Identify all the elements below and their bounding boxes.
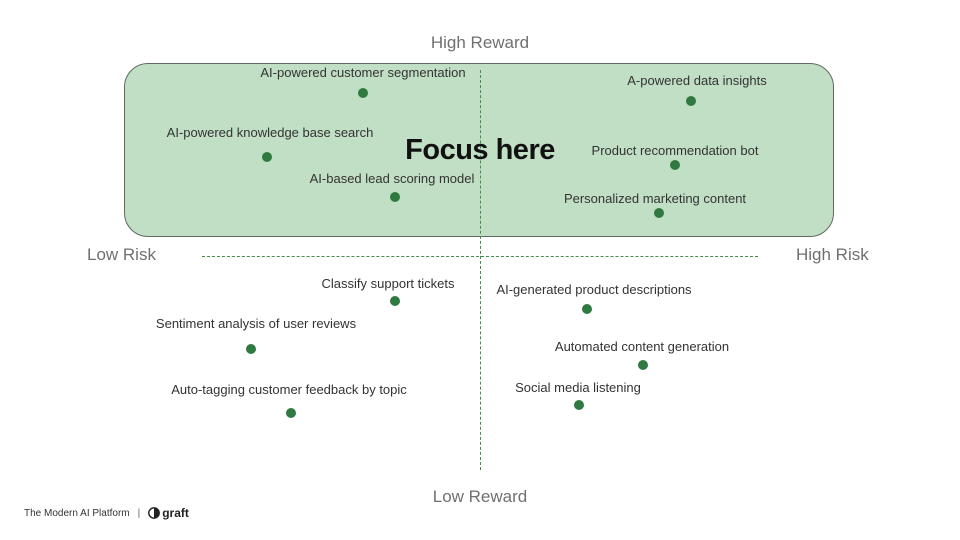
item-label: AI-powered knowledge base search [166,125,374,140]
item-label: AI-generated product descriptions [496,282,692,297]
footer-platform-text: The Modern AI Platform [24,507,130,519]
item-label: Automated content generation [554,339,730,354]
item-dot [574,400,584,410]
item-dot [390,296,400,306]
item-dot [246,344,256,354]
item-label: Auto-tagging customer feedback by topic [171,382,407,397]
axis-label-low-reward: Low Reward [432,487,528,506]
item-dot [654,208,664,218]
item-dot [582,304,592,314]
axis-label-high-reward: High Reward [430,33,530,52]
graft-logo-text: graft [162,506,189,520]
item-label: Classify support tickets [321,276,455,291]
footer: The Modern AI Platform | graft [24,506,189,520]
item-dot [262,152,272,162]
item-label: Social media listening [515,380,641,395]
item-label: AI-powered customer segmentation [260,65,466,80]
item-dot [638,360,648,370]
item-dot [686,96,696,106]
axis-label-low-risk: Low Risk [87,245,156,264]
vertical-axis [480,70,481,470]
item-label: Product recommendation bot [591,143,759,158]
item-dot [670,160,680,170]
item-dot [286,408,296,418]
focus-region [124,63,834,237]
graft-logo: graft [148,506,189,520]
item-label: Personalized marketing content [563,191,747,206]
item-label: Sentiment analysis of user reviews [155,316,357,331]
footer-separator: | [137,507,141,519]
item-dot [390,192,400,202]
focus-here-label: Focus here [405,134,555,166]
item-label: AI-based lead scoring model [309,171,475,186]
graft-logo-icon [148,507,161,519]
item-dot [358,88,368,98]
axis-label-high-risk: High Risk [796,245,869,264]
horizontal-axis [202,256,758,257]
item-label: A-powered data insights [627,73,767,88]
